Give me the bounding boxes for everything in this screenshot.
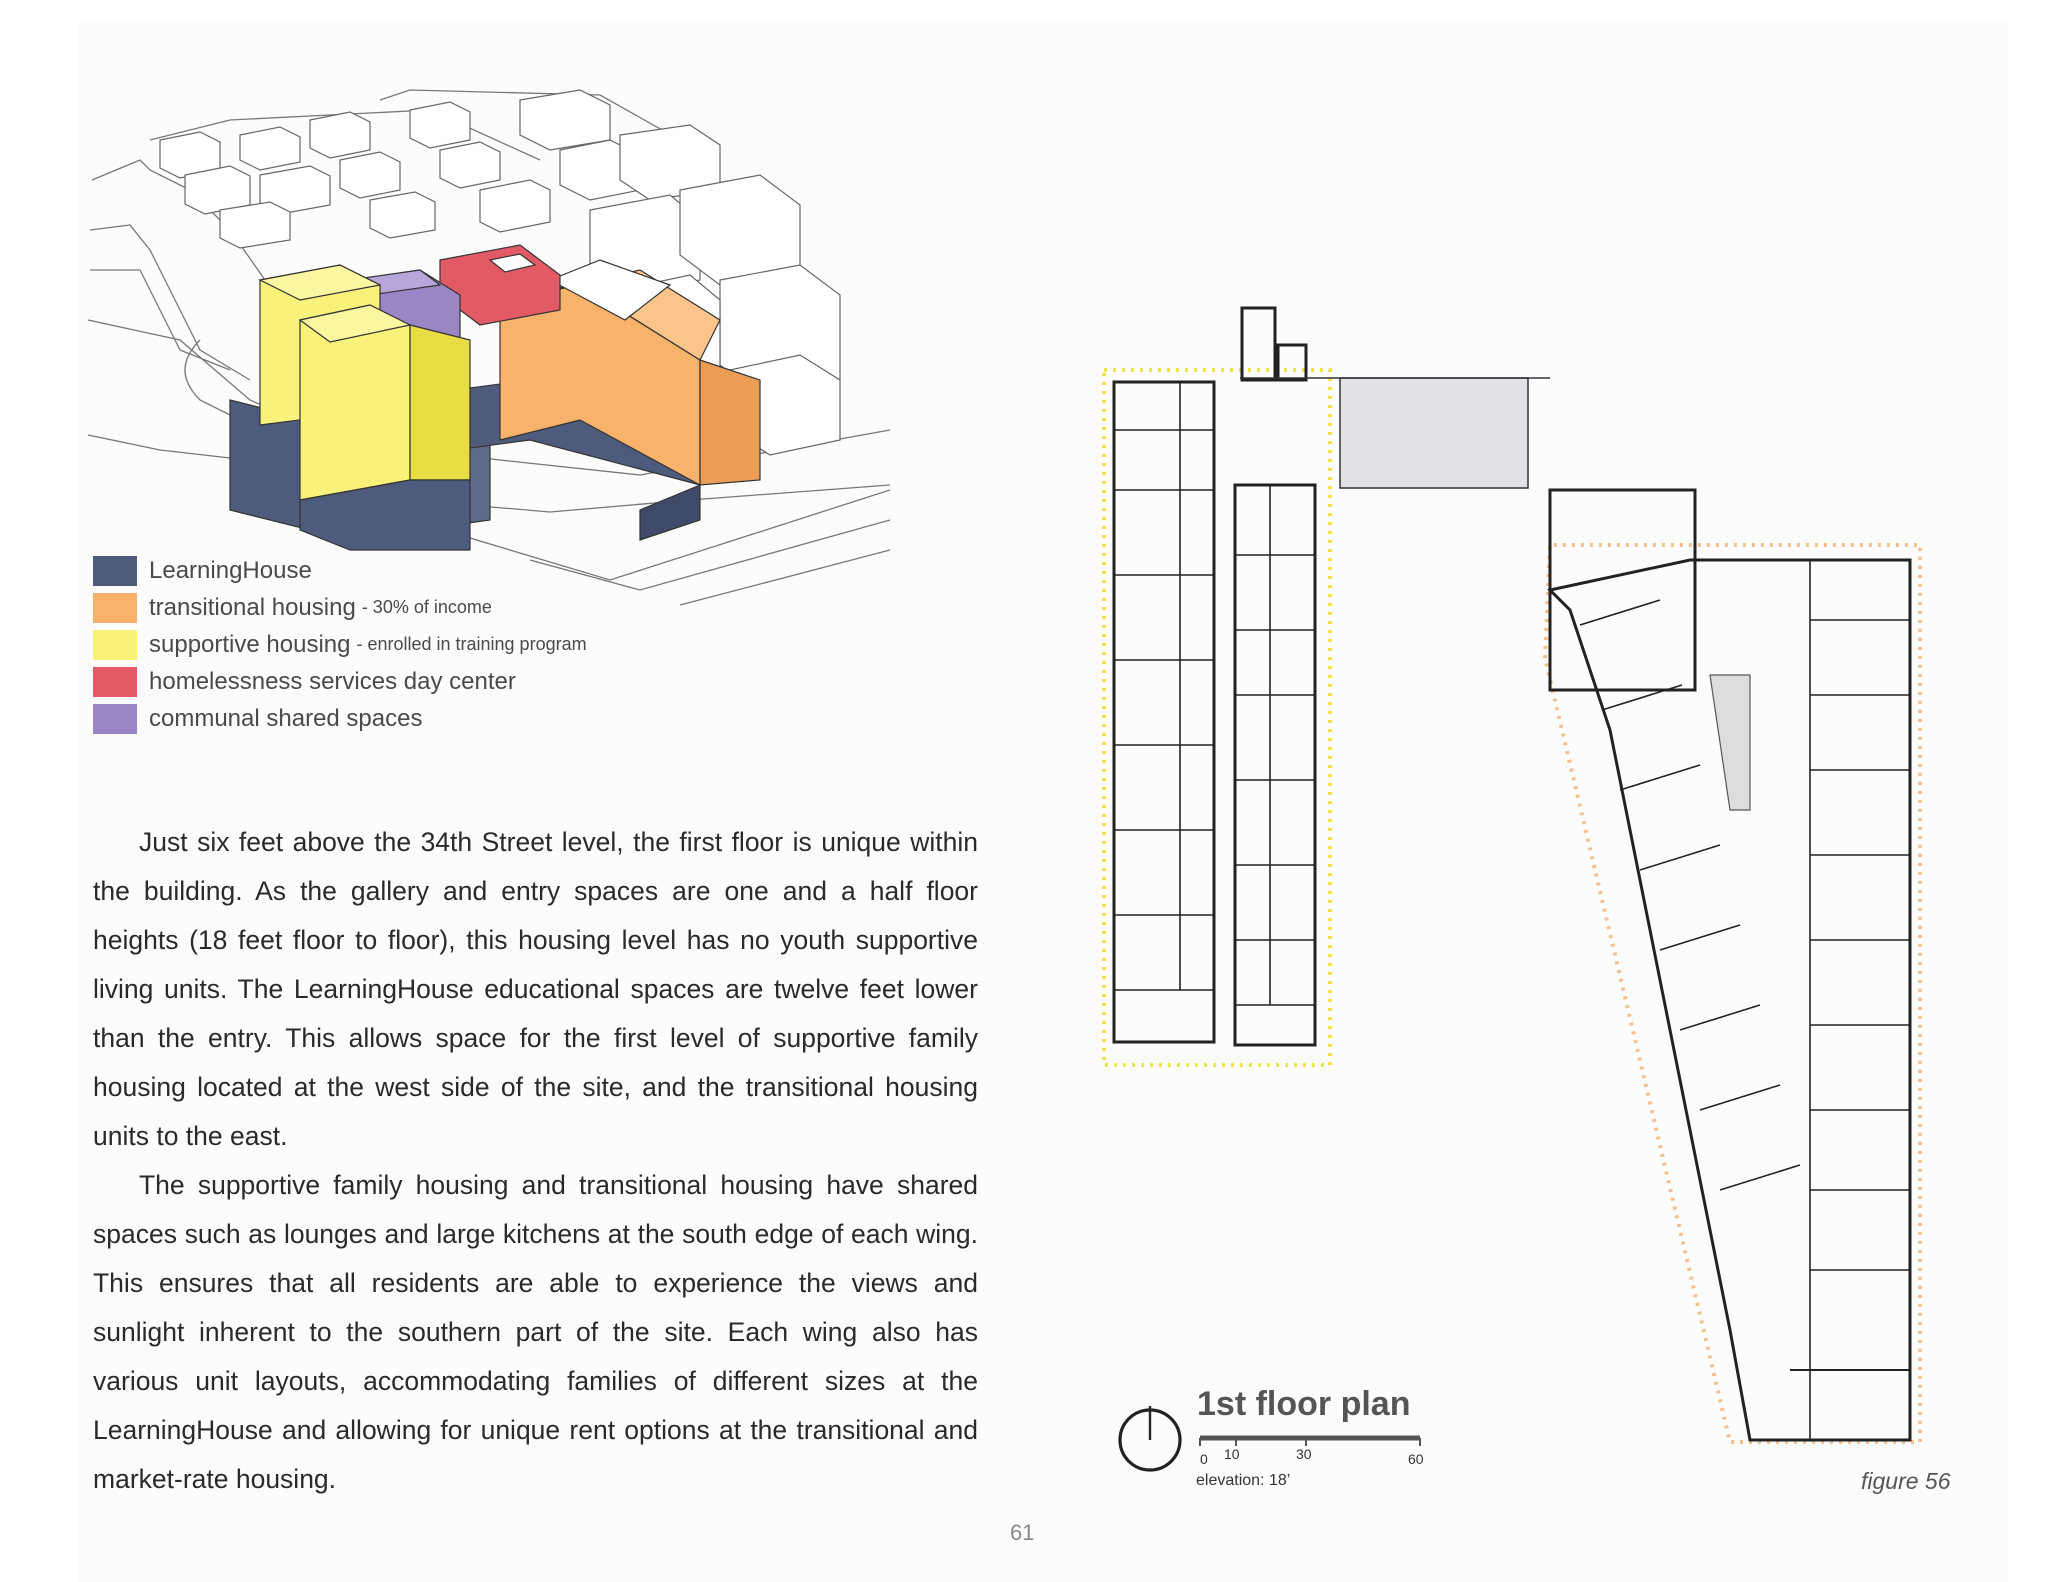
elevation-note: elevation: 18’ <box>1196 1472 1291 1489</box>
scale-tick-60: 60 <box>1408 1451 1424 1467</box>
legend-item-day-center: homelessness services day center <box>93 663 587 700</box>
legend-label: communal shared spaces <box>149 704 423 732</box>
legend-item-communal-spaces: communal shared spaces <box>93 700 587 737</box>
legend-note: - 30% of income <box>361 597 492 617</box>
figure-label: figure 56 <box>1861 1468 1951 1494</box>
page-number: 61 <box>1010 1520 1035 1545</box>
plan-title: 1st floor plan <box>1197 1385 1411 1423</box>
legend-label: supportive housing <box>149 630 351 658</box>
legend-label: LearningHouse <box>149 556 312 584</box>
massing-diagram <box>87 89 891 606</box>
legend-swatch <box>93 703 137 734</box>
legend-swatch <box>93 592 137 623</box>
scale-tick-30: 30 <box>1296 1446 1312 1462</box>
paragraph: The supportive family housing and transi… <box>93 1170 978 1494</box>
legend-swatch <box>93 666 137 697</box>
courtyard-void <box>1709 674 1751 811</box>
legend-item-learninghouse: LearningHouse <box>93 552 587 589</box>
paragraph: Just six feet above the 34th Street leve… <box>93 827 978 1151</box>
legend-label: homelessness services day center <box>149 667 516 695</box>
scale-tick-0: 0 <box>1200 1451 1208 1467</box>
scale-tick-10: 10 <box>1224 1446 1240 1462</box>
north-arrow-icon <box>1118 1406 1182 1472</box>
west-wing-outline <box>1102 368 1332 1067</box>
legend-item-supportive-housing: supportive housing - enrolled in trainin… <box>93 626 587 663</box>
gallery-roof <box>1339 377 1529 489</box>
legend-swatch <box>93 629 137 660</box>
legend-item-transitional-housing: transitional housing - 30% of income <box>93 589 587 626</box>
legend-label: transitional housing <box>149 593 356 621</box>
scale-bar: 0 10 30 60 <box>1199 1435 1424 1467</box>
floor-plan-drawing <box>1102 306 1922 1444</box>
body-text: Just six feet above the 34th Street leve… <box>93 818 978 1504</box>
legend: LearningHouse transitional housing - 30%… <box>93 552 587 737</box>
legend-note: - enrolled in training program <box>356 634 587 654</box>
legend-swatch <box>93 555 137 586</box>
